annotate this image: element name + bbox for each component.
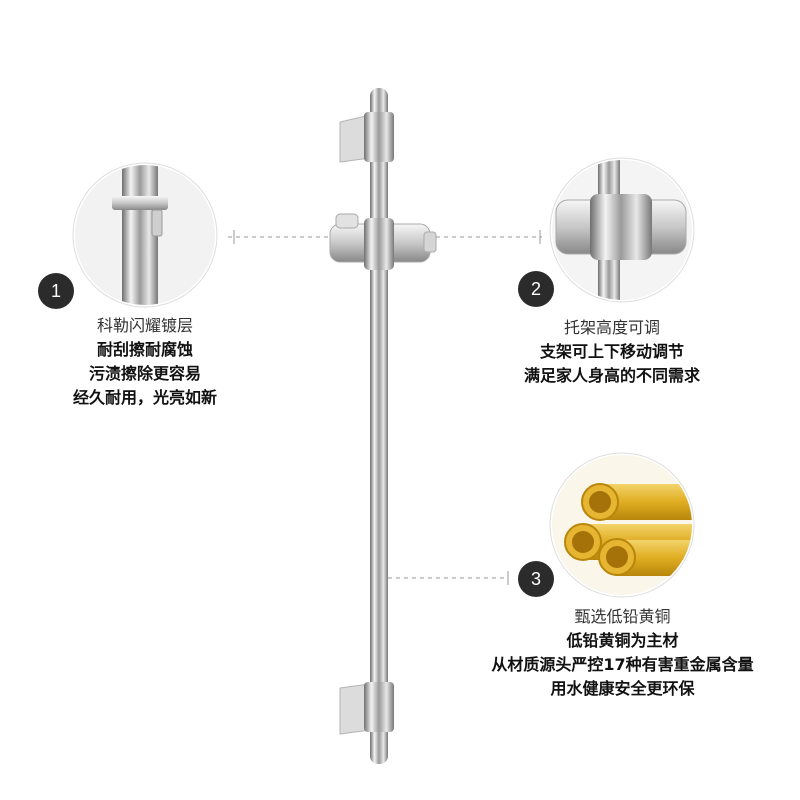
feature-line-3-3: 用水健康安全更环保	[550, 679, 695, 698]
feature-number-badge-3: 3	[518, 561, 554, 597]
bottom-wall-bracket	[339, 682, 394, 735]
top-wall-bracket	[339, 112, 394, 163]
feature-line-1-3: 经久耐用，光亮如新	[72, 388, 217, 407]
feature-line-3-1: 低铅黄铜为主材	[566, 631, 679, 650]
feature-caption-1: 科勒闪耀镀层 耐刮擦耐腐蚀 污渍擦除更容易 经久耐用，光亮如新	[15, 314, 275, 410]
detail-circle-plating	[72, 162, 218, 308]
sliding-holder	[329, 213, 437, 270]
feature-line-1-1: 耐刮擦耐腐蚀	[96, 340, 193, 359]
feature-caption-2: 托架高度可调 支架可上下移动调节 满足家人身高的不同需求	[487, 316, 737, 388]
feature-number-badge-1: 1	[38, 273, 74, 309]
feature-title-1: 科勒闪耀镀层	[96, 316, 193, 335]
detail-circle-brass	[549, 452, 695, 598]
feature-title-2: 托架高度可调	[563, 318, 660, 337]
detail-circle-holder	[549, 157, 695, 303]
feature-caption-3: 甄选低铅黄铜 低铅黄铜为主材 从材质源头严控17种有害重金属含量 用水健康安全更…	[450, 605, 795, 701]
feature-line-2-1: 支架可上下移动调节	[539, 342, 684, 361]
shower-rod	[370, 88, 388, 764]
feature-number-badge-2: 2	[518, 271, 554, 307]
feature-title-3: 甄选低铅黄铜	[574, 607, 671, 626]
feature-line-2-2: 满足家人身高的不同需求	[523, 366, 700, 385]
feature-line-3-2: 从材质源头严控17种有害重金属含量	[491, 655, 754, 674]
feature-line-1-2: 污渍擦除更容易	[88, 364, 201, 383]
